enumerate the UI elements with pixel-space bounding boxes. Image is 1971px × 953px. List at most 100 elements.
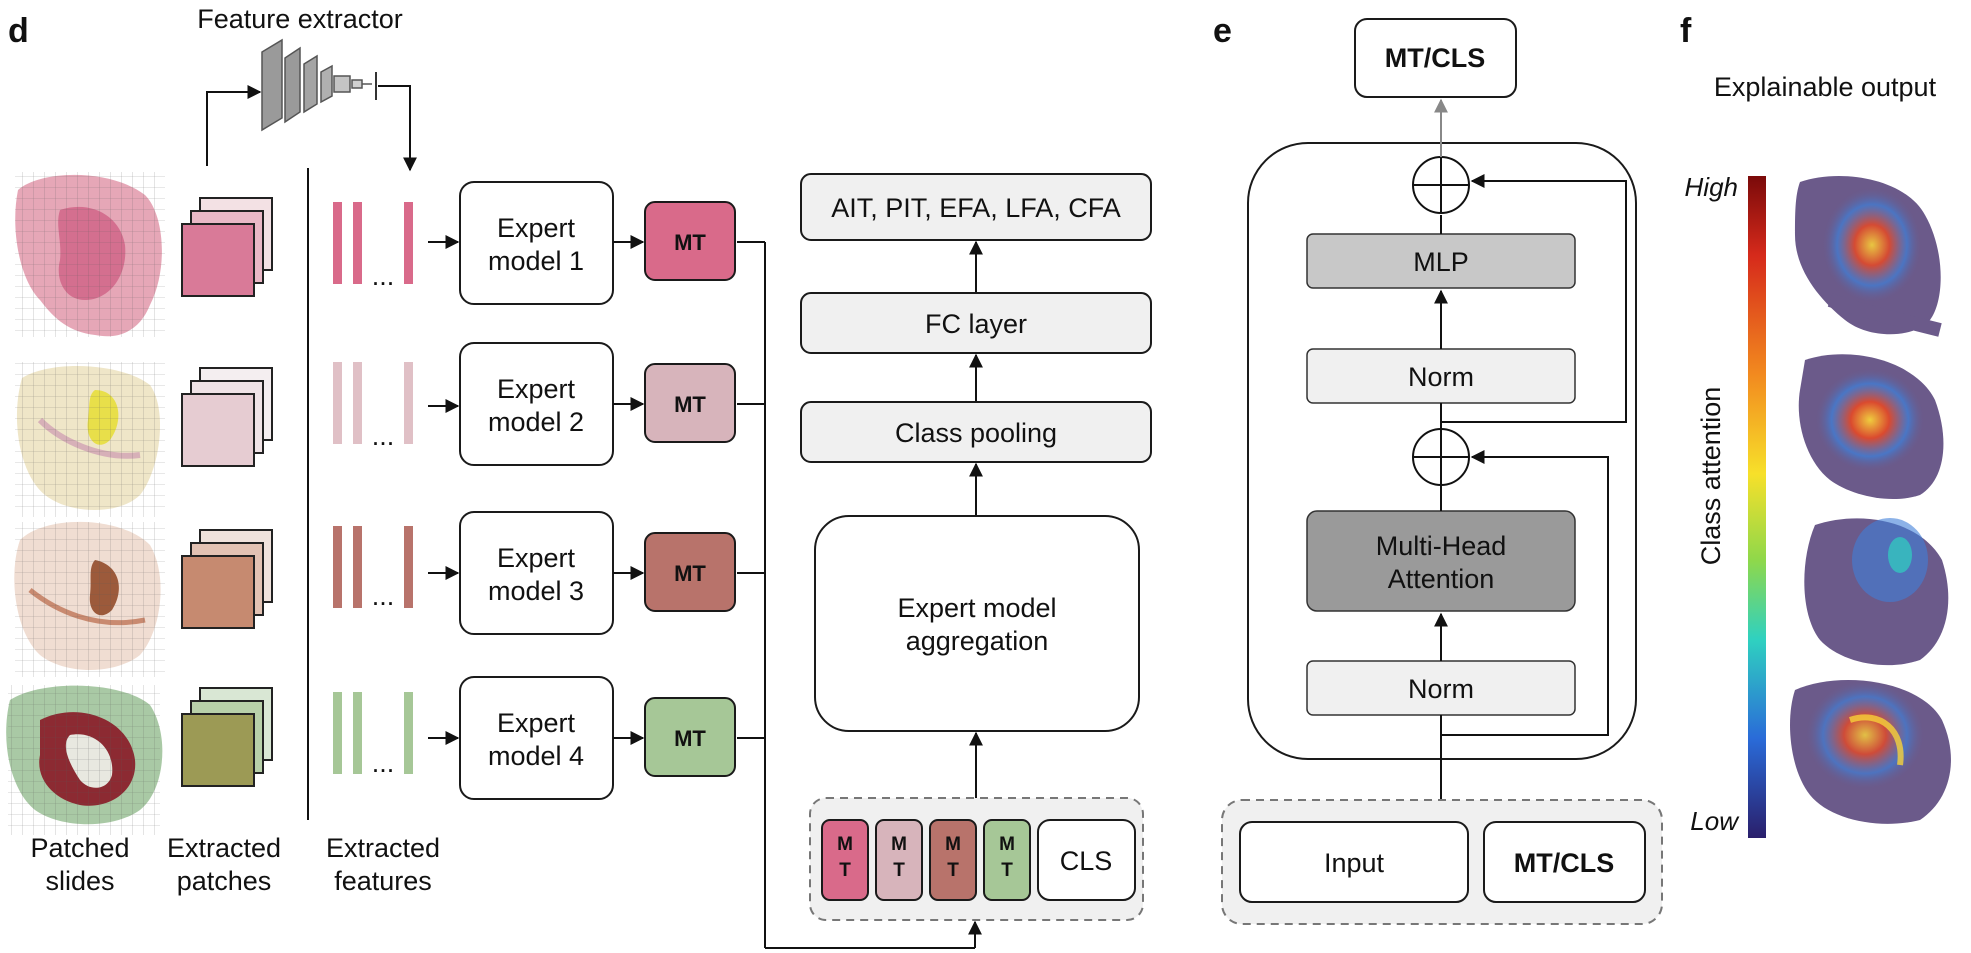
attention-map-4 xyxy=(1790,680,1951,824)
fc-layer-box xyxy=(800,292,1152,354)
output-classes-box xyxy=(800,173,1152,241)
panel-label-d: d xyxy=(8,12,29,50)
token-3-l1: M xyxy=(945,834,961,855)
add-top-icon xyxy=(1412,156,1470,214)
output-classes: AIT, PIT, EFA, LFA, CFA xyxy=(831,193,1121,223)
mt-collector-lines xyxy=(737,241,975,949)
feature-bar-3-3 xyxy=(404,526,413,608)
expert-model-3: Expert model 3 xyxy=(459,511,614,635)
caption-patches-1: Extracted xyxy=(167,833,281,863)
mt-label-3: MT xyxy=(674,561,706,586)
mha-box xyxy=(1306,510,1576,612)
token-box-2 xyxy=(875,819,923,901)
e-output-box xyxy=(1354,18,1517,98)
fc-layer: FC layer xyxy=(925,309,1027,339)
token-box-3 xyxy=(929,819,977,901)
mt-box-4 xyxy=(644,697,736,777)
norm-top: Norm xyxy=(1408,362,1474,392)
attention-map-2 xyxy=(1798,354,1944,500)
expert-model-3-line2: model 3 xyxy=(488,576,584,606)
token-box-4 xyxy=(983,819,1031,901)
aggregation-line2: aggregation xyxy=(906,626,1049,656)
extracted-patches-2 xyxy=(181,367,273,467)
token-1-l1: M xyxy=(837,834,853,855)
feature-bar-4-3 xyxy=(404,692,413,774)
mt-label-2: MT xyxy=(674,392,706,417)
panel-label-f: f xyxy=(1680,12,1692,50)
extractor-in-arrow xyxy=(206,85,262,166)
expert-model-1-line1: Expert xyxy=(497,213,576,243)
patched-slide-1 xyxy=(15,172,165,337)
ellipsis-1: ... xyxy=(372,261,395,291)
feature-bar-3-2 xyxy=(353,526,362,608)
attention-map-1 xyxy=(1795,175,1942,337)
aggregation-line1: Expert model xyxy=(897,593,1056,623)
expert-model-1-line2: model 1 xyxy=(488,246,584,276)
ellipsis-4: ... xyxy=(372,748,395,778)
aggregation-box xyxy=(814,515,1140,732)
caption-patched-1: Patched xyxy=(30,833,129,863)
colorbar xyxy=(1748,176,1766,838)
extracted-patches-3 xyxy=(181,529,273,629)
mt-box-1 xyxy=(644,201,736,281)
mt-tokens xyxy=(644,201,736,777)
token-2-l2: T xyxy=(893,860,905,881)
mt-label-4: MT xyxy=(674,726,706,751)
mt-box-2 xyxy=(644,363,736,443)
feature-bar-2-2 xyxy=(353,362,362,444)
e-input: Input xyxy=(1324,848,1385,878)
patched-slide-2 xyxy=(15,362,165,517)
mha-line1: Multi-Head xyxy=(1376,531,1507,561)
caption-features-2: features xyxy=(334,866,432,896)
expert-model-3-line1: Expert xyxy=(497,543,576,573)
residual-2 xyxy=(1441,174,1627,423)
e-input-box xyxy=(1239,821,1469,903)
expert-model-4-line1: Expert xyxy=(497,708,576,738)
token-box-1 xyxy=(821,819,869,901)
e-input-token-box xyxy=(1483,821,1646,903)
attention-map-3 xyxy=(1804,518,1949,666)
mt-box-3 xyxy=(644,532,736,612)
cnn-icon xyxy=(261,38,377,132)
feature-extractor-title: Feature extractor xyxy=(197,4,403,34)
patched-slide-3 xyxy=(14,521,165,677)
norm-bottom: Norm xyxy=(1408,674,1474,704)
e-output: MT/CLS xyxy=(1385,43,1486,73)
f-title: Explainable output xyxy=(1714,72,1937,102)
expert-model-1: Expert model 1 xyxy=(459,181,614,305)
feature-bar-1-3 xyxy=(404,202,413,284)
panel-label-e: e xyxy=(1213,12,1232,50)
expert-model-2: Expert model 2 xyxy=(459,342,614,466)
feature-bar-1-2 xyxy=(353,202,362,284)
colorbar-high: High xyxy=(1685,172,1738,202)
mha-line2: Attention xyxy=(1388,564,1495,594)
class-pooling: Class pooling xyxy=(895,418,1057,448)
ellipsis-3: ... xyxy=(372,581,395,611)
cls-token-box xyxy=(1037,819,1136,901)
expert-model-4: Expert model 4 xyxy=(459,676,614,800)
token-row xyxy=(821,819,1031,901)
token-2-l1: M xyxy=(891,834,907,855)
extracted-features xyxy=(333,202,413,774)
extractor-out-arrow xyxy=(378,85,417,172)
feature-bar-2-3 xyxy=(404,362,413,444)
expert-model-4-line2: model 4 xyxy=(488,741,584,771)
token-4-l2: T xyxy=(1001,860,1013,881)
colorbar-label: Class attention xyxy=(1696,387,1726,566)
feature-bar-1-1 xyxy=(333,202,342,284)
feature-bar-4-1 xyxy=(333,692,342,774)
e-input-token: MT/CLS xyxy=(1514,848,1615,878)
caption-patched-2: slides xyxy=(45,866,114,896)
class-pooling-box xyxy=(800,401,1152,463)
expert-model-2-line2: model 2 xyxy=(488,407,584,437)
patched-slide-4 xyxy=(6,685,163,835)
token-3-l2: T xyxy=(947,860,959,881)
ellipsis-2: ... xyxy=(372,421,395,451)
token-4-l1: M xyxy=(999,834,1015,855)
caption-features-1: Extracted xyxy=(326,833,440,863)
extracted-patches-4 xyxy=(181,687,273,787)
colorbar-low: Low xyxy=(1690,806,1740,836)
feature-bar-2-1 xyxy=(333,362,342,444)
add-bottom-icon xyxy=(1412,428,1470,486)
